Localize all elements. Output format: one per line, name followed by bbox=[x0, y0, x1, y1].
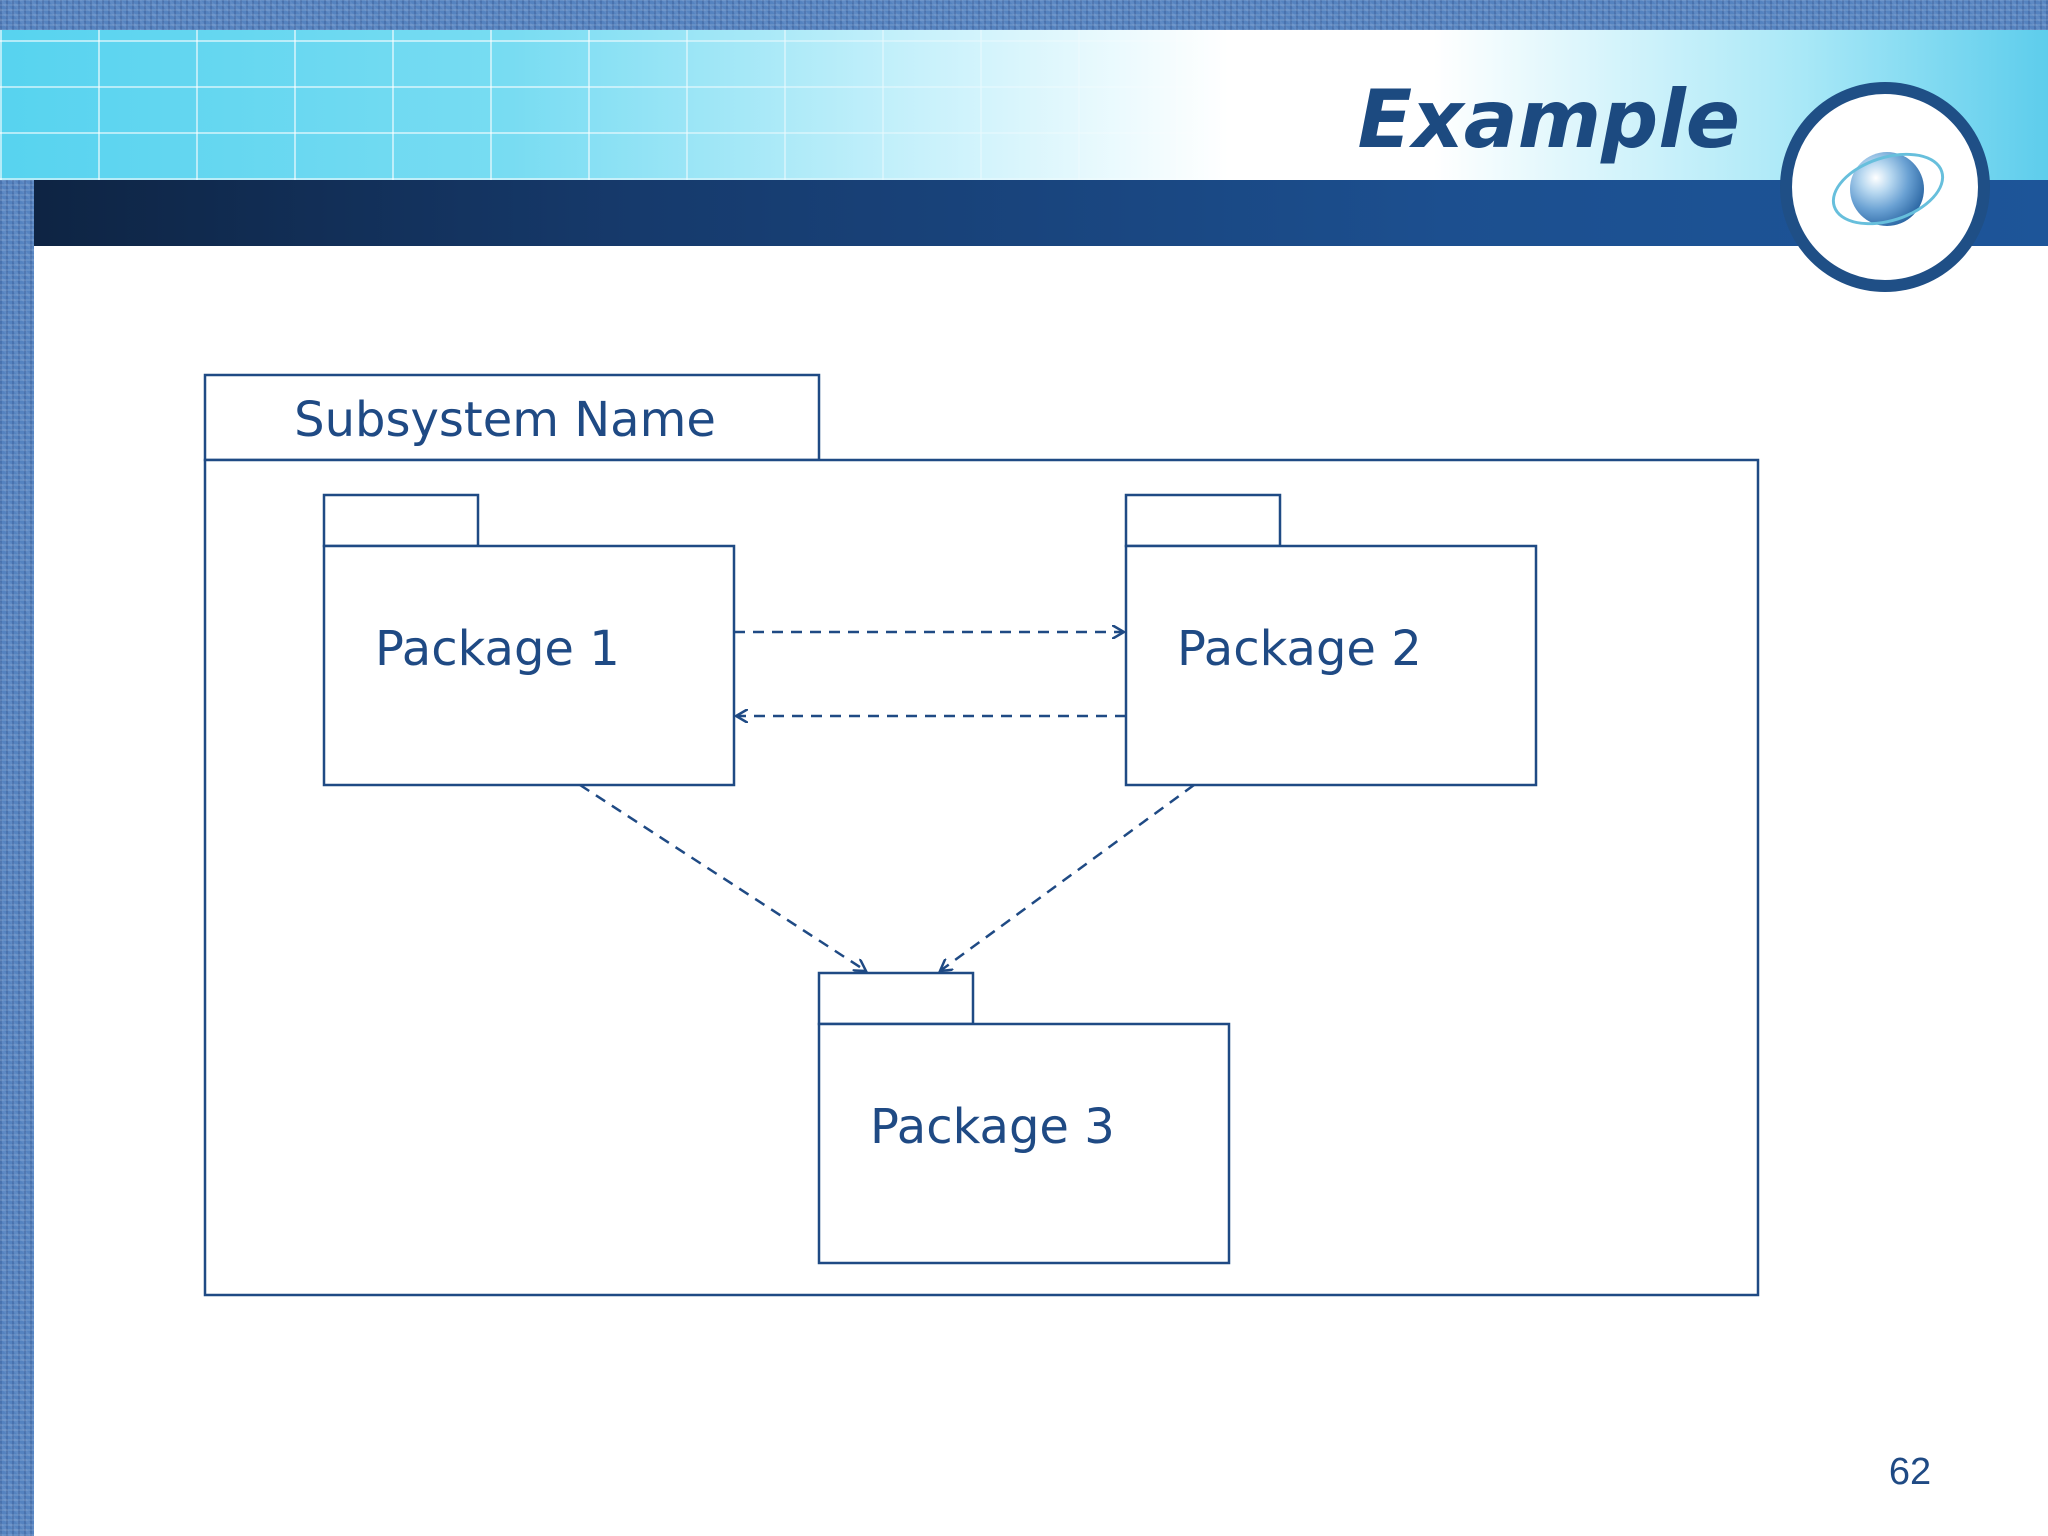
subsystem-name-label: Subsystem Name bbox=[294, 392, 716, 448]
package-3-tab bbox=[817, 971, 975, 1026]
header-grid-pattern bbox=[0, 30, 1400, 180]
package-3-label: Package 3 bbox=[870, 1099, 1115, 1155]
package-3: Package 3 bbox=[817, 971, 1231, 1265]
header-dark-bar bbox=[34, 180, 2048, 246]
package-1-body bbox=[322, 544, 736, 787]
package-2-label: Package 2 bbox=[1177, 621, 1422, 677]
page-number: 62 bbox=[1888, 1451, 1932, 1493]
dependency-arrow-p2-to-p3 bbox=[940, 783, 1195, 971]
package-3-body bbox=[817, 1022, 1231, 1265]
globe-icon bbox=[1850, 152, 1924, 226]
slide-title: Example bbox=[1357, 73, 1740, 166]
package-1-tab bbox=[322, 493, 480, 548]
package-2: Package 2 bbox=[1124, 493, 1538, 787]
package-2-tab bbox=[1124, 493, 1282, 548]
package-2-body bbox=[1124, 544, 1538, 787]
package-1: Package 1 bbox=[322, 493, 736, 787]
package-1-label: Package 1 bbox=[375, 621, 620, 677]
